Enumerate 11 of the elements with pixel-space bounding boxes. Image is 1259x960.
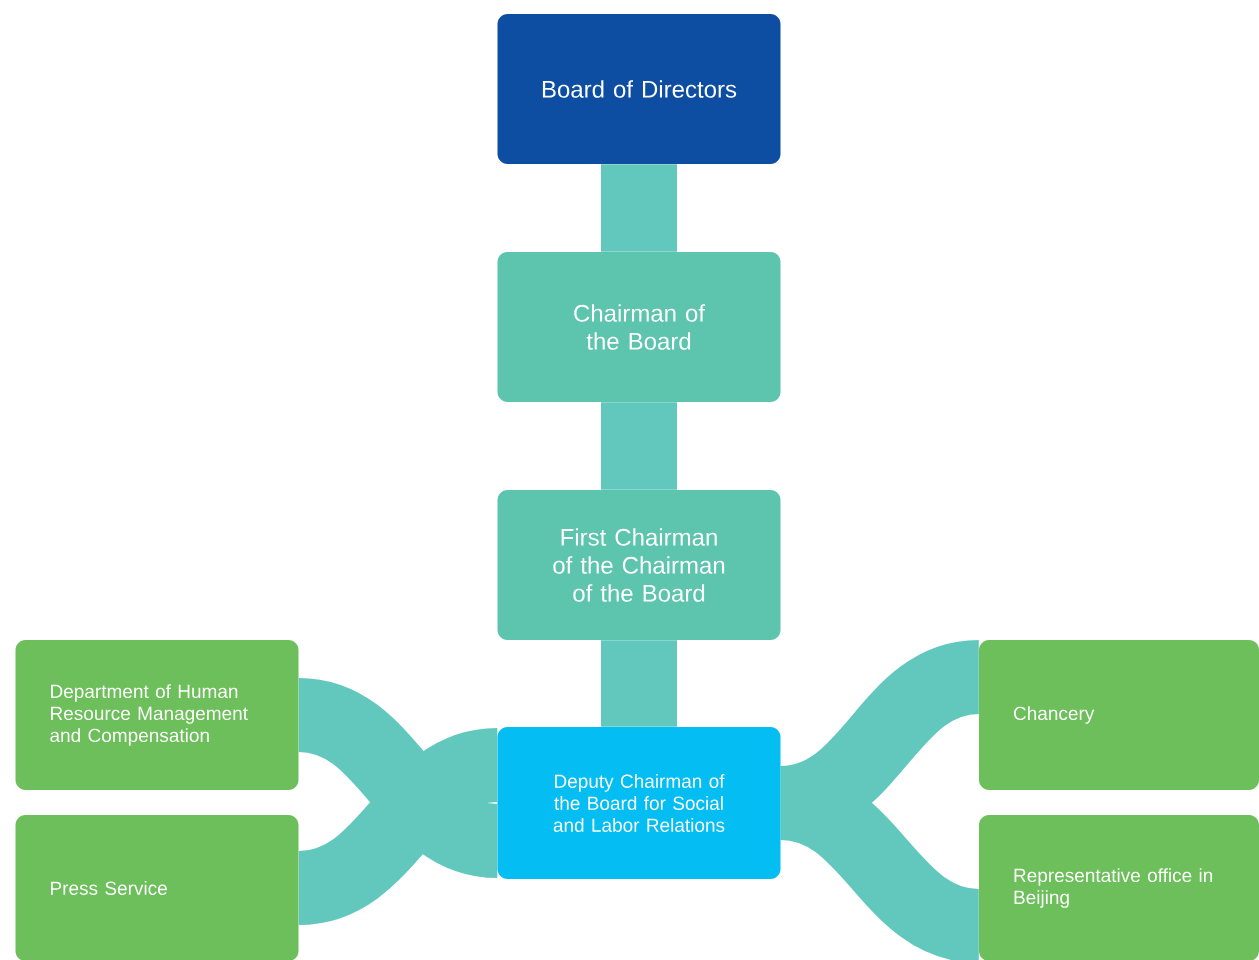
connector-band	[601, 640, 677, 727]
org-box: Press Service	[15, 815, 299, 960]
org-box: Chairman of the Board	[497, 252, 781, 402]
org-box: Board of Directors	[497, 14, 781, 164]
org-box: Representative office in Beijing	[979, 815, 1259, 960]
org-box: Chancery	[979, 640, 1259, 790]
org-box: First Chairman of the Chairman of the Board	[497, 490, 781, 640]
connector-band	[601, 164, 677, 252]
org-box: Deputy Chairman of the Board for Social and Labor Relations	[497, 727, 781, 879]
connector-band	[601, 402, 677, 490]
org-box: Department of Human Resource Management and Compensation	[15, 640, 299, 790]
